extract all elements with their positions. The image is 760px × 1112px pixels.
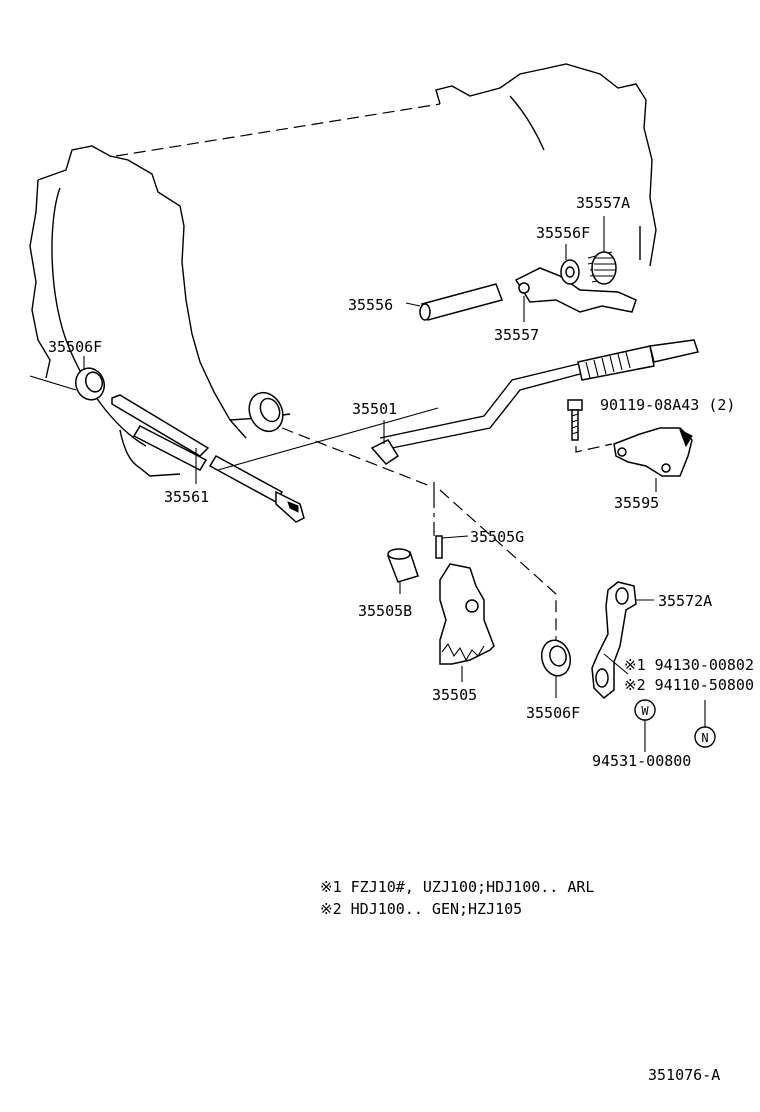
- callout-labels: 35557A 35556F 35556 35557 35506F 35501 9…: [48, 194, 754, 770]
- callout-90119: 90119-08A43 (2): [600, 396, 735, 414]
- seal-ring-middle: [248, 391, 431, 487]
- spring-35557A: [587, 251, 617, 285]
- w-washer-symbol: W: [634, 699, 656, 752]
- callout-35506F-top: 35506F: [48, 338, 102, 356]
- callout-94130: ※1 94130-00802: [624, 656, 754, 674]
- callout-94531: 94531-00800: [592, 752, 691, 770]
- callout-35556F: 35556F: [536, 224, 590, 242]
- collar-35505b: [386, 548, 419, 594]
- callout-35557: 35557: [494, 326, 539, 344]
- bracket-35595: [613, 427, 693, 492]
- note-1: ※1 FZJ10#, UZJ100;HDJ100.. ARL: [320, 878, 594, 896]
- callout-35501: 35501: [352, 400, 397, 418]
- callout-35505G: 35505G: [470, 528, 524, 546]
- note-2: ※2 HDJ100.. GEN;HZJ105: [320, 900, 522, 918]
- callout-35505B: 35505B: [358, 602, 412, 620]
- oil-seal-35506f-bottom: [439, 489, 572, 698]
- callout-35595: 35595: [614, 494, 659, 512]
- n-symbol-label: N: [701, 731, 708, 745]
- lever-35557: [514, 216, 637, 322]
- callout-35572A: 35572A: [658, 592, 712, 610]
- diagram-ref-code: 351076-A: [648, 1066, 720, 1084]
- callout-35556: 35556: [348, 296, 393, 314]
- sleeve-35556: [405, 283, 503, 321]
- w-symbol-label: W: [641, 704, 649, 718]
- callout-35506F-bottom: 35506F: [526, 704, 580, 722]
- control-rod-35501: [217, 339, 699, 536]
- bolt-90119: [567, 399, 613, 453]
- detent-plate-35505: [439, 563, 495, 682]
- applicability-notes: ※1 FZJ10#, UZJ100;HDJ100.. ARL ※2 HDJ100…: [320, 878, 594, 918]
- callout-35557A: 35557A: [576, 194, 630, 212]
- callout-94110: ※2 94110-50800: [624, 676, 754, 694]
- lever-35572a: [591, 581, 654, 700]
- callout-35561: 35561: [164, 488, 209, 506]
- callout-35505: 35505: [432, 686, 477, 704]
- n-nut-symbol: N: [694, 700, 716, 748]
- oil-seal-35506f-top: [29, 356, 105, 401]
- pin-35505g: [435, 535, 469, 559]
